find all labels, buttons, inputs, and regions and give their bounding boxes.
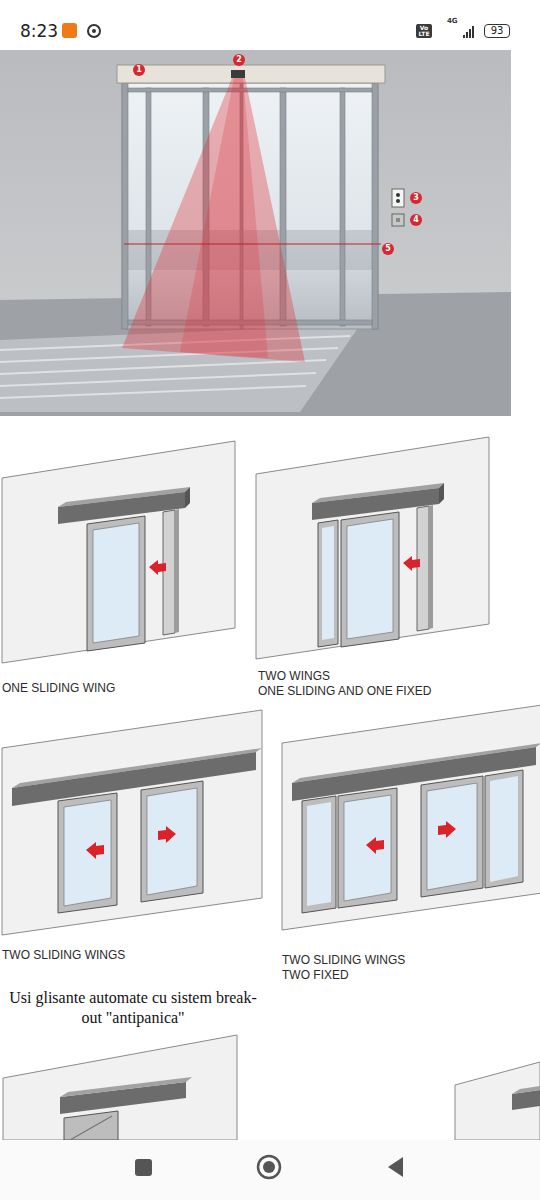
door-type-label: TWO FIXED (282, 968, 349, 982)
node-text: 93 (491, 26, 504, 36)
node-text: 5 (385, 245, 391, 253)
label-text: TWO SLIDING WINGS (282, 953, 405, 967)
battery-indicator: 93 (484, 24, 510, 38)
door-type-label: TWO SLIDING WINGS (2, 948, 125, 962)
door-type-label: TWO WINGS (258, 669, 330, 683)
label-text: TWO FIXED (282, 968, 349, 982)
node-text: 4 (413, 216, 419, 224)
door-type-label: ONE SLIDING AND ONE FIXED (258, 684, 431, 698)
node-text: 1 (136, 66, 142, 74)
label-text: ONE SLIDING WING (2, 681, 115, 695)
label-text: ONE SLIDING AND ONE FIXED (258, 684, 431, 698)
door-type-label: ONE SLIDING WING (2, 681, 115, 695)
node-text: 2 (236, 56, 242, 64)
node-text: Vo LTE (417, 25, 431, 37)
label-text: 4G (447, 17, 458, 25)
callout-number: 4 (410, 214, 422, 226)
callout-number: 1 (133, 64, 145, 76)
network-badge: Vo LTE (416, 24, 432, 38)
label-text: TWO SLIDING WINGS (2, 948, 125, 962)
callout-number: 2 (233, 54, 245, 66)
node-text: 3 (413, 194, 419, 202)
label-text: 8:23 (20, 21, 58, 41)
label-text: TWO WINGS (258, 669, 330, 683)
network-type: 4G (447, 18, 458, 25)
status-time: 8:23 (20, 21, 58, 41)
section-heading: Usi glisante automate cu sistem break-ou… (2, 988, 264, 1028)
door-type-label: TWO SLIDING WINGS (282, 953, 405, 967)
callout-number: 3 (410, 192, 422, 204)
label-text: Usi glisante automate cu sistem break-ou… (9, 989, 256, 1026)
callout-number: 5 (382, 243, 394, 255)
